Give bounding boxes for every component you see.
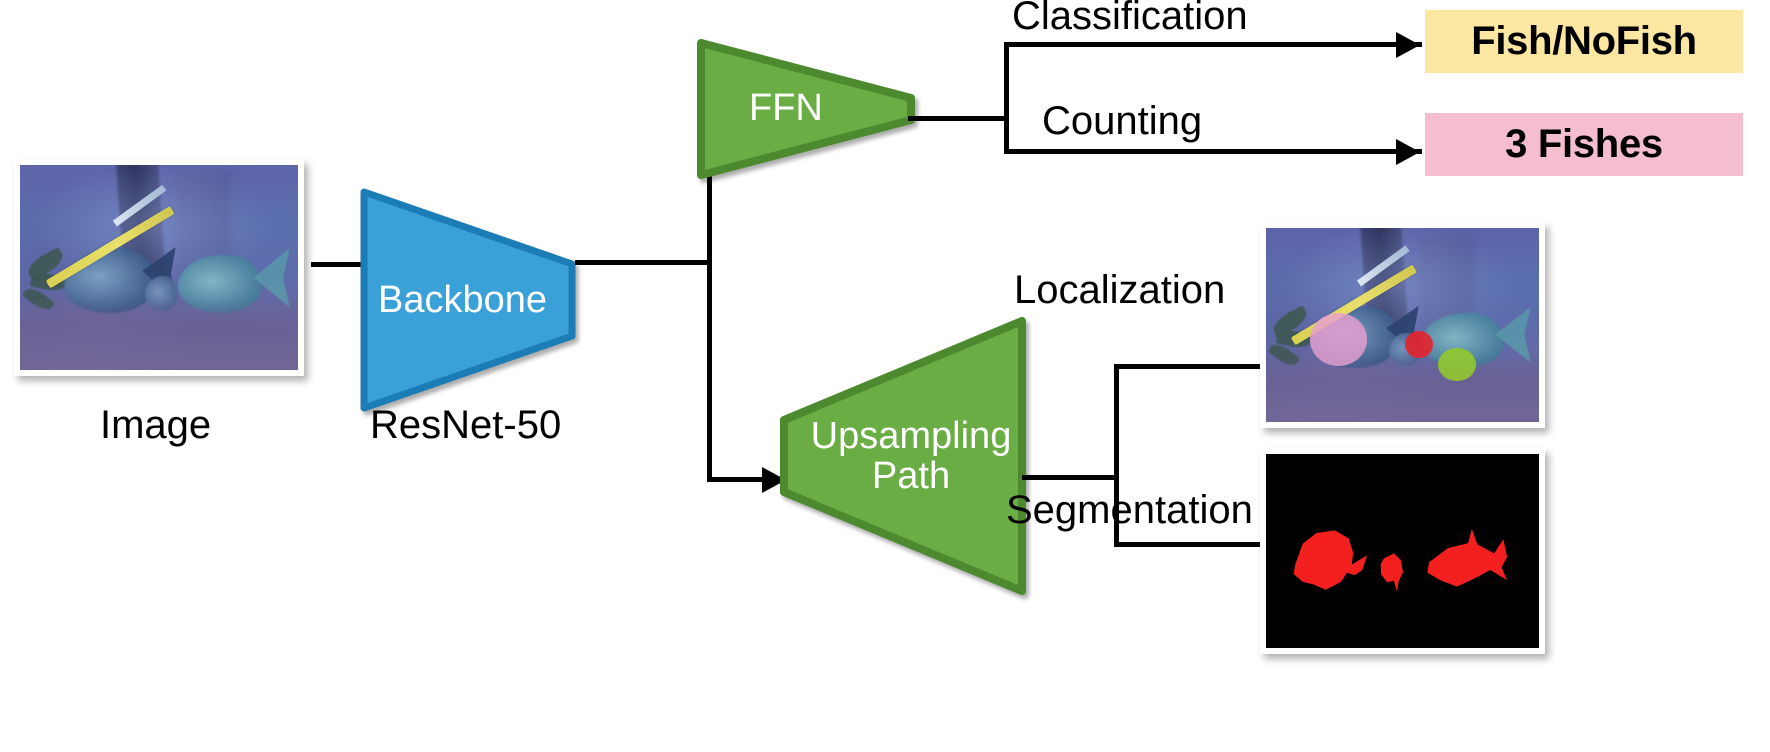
sea-floor xyxy=(1266,356,1539,422)
edge-upsampling-split-spine xyxy=(1114,364,1119,547)
localization-blob-green xyxy=(1437,348,1477,382)
edge-label-classification: Classification xyxy=(1012,0,1248,38)
edge-label-segmentation: Segmentation xyxy=(1006,488,1253,532)
edge-counting xyxy=(1004,149,1422,154)
upsampling-path-block[interactable]: Upsampling Path xyxy=(776,313,1030,599)
edge-image-to-backbone xyxy=(311,262,393,267)
edge-backbone-to-upsampling xyxy=(707,477,797,482)
backbone-caption: ResNet-50 xyxy=(370,403,562,447)
backbone-shape xyxy=(360,188,576,412)
segmentation-image xyxy=(1260,448,1545,654)
arrowhead-icon xyxy=(1396,139,1420,165)
edge-ffn-split-spine xyxy=(1004,42,1009,154)
edge-ffn-stem xyxy=(908,116,1008,121)
input-image-caption: Image xyxy=(100,403,212,447)
edge-label-counting: Counting xyxy=(1042,99,1203,143)
edge-upsampling-stem xyxy=(1022,475,1118,480)
localization-blob-red xyxy=(1405,330,1433,358)
sea-floor xyxy=(20,300,298,370)
localization-image-content xyxy=(1266,228,1539,422)
edge-backbone-stem xyxy=(575,260,712,265)
classification-result: Fish/NoFish xyxy=(1425,10,1743,73)
backbone-block[interactable]: Backbone xyxy=(358,186,578,414)
edge-classification xyxy=(1004,42,1422,47)
counting-result: 3 Fishes xyxy=(1425,113,1743,176)
segmentation-image-content xyxy=(1266,454,1539,648)
ffn-shape xyxy=(697,39,915,179)
input-image-content xyxy=(20,165,298,370)
ffn-block[interactable]: FFN xyxy=(694,36,918,181)
input-image xyxy=(14,159,304,376)
edge-label-localization: Localization xyxy=(1014,268,1226,312)
upsampling-path-shape xyxy=(780,317,1026,595)
localization-image xyxy=(1260,222,1545,428)
edge-backbone-split-spine xyxy=(707,116,712,482)
localization-blob-pink xyxy=(1309,313,1367,366)
arrowhead-icon xyxy=(1396,32,1420,58)
